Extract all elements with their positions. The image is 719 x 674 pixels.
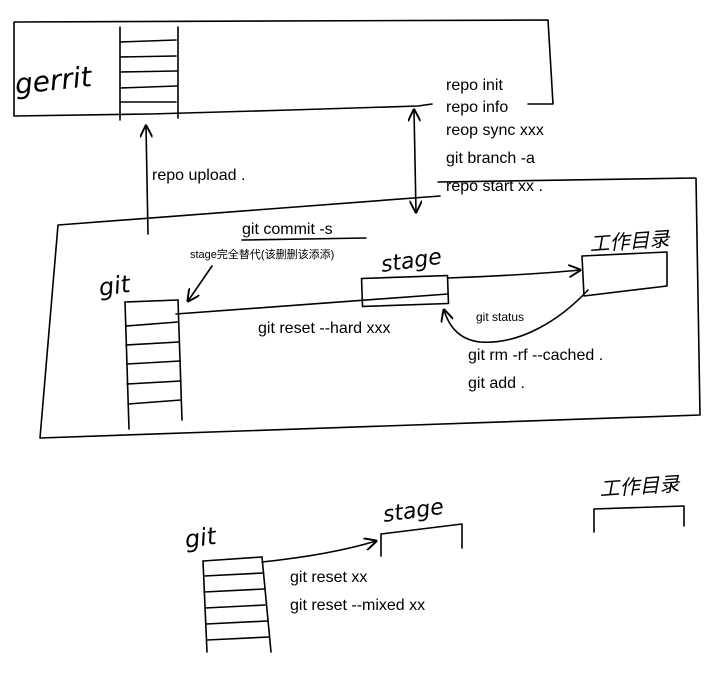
stage-label: stage: [379, 245, 443, 278]
git-status-label: git status: [476, 310, 524, 324]
workdir-box: [581, 251, 668, 297]
repo-sync-arrow: [414, 110, 416, 212]
git-reset-hard-label: git reset --hard xxx: [258, 320, 390, 337]
stage-replace-note: stage完全替代(该删删该添添): [190, 247, 334, 261]
bottom-stage-box: [380, 523, 463, 557]
bottom-workdir-box: [593, 505, 685, 533]
repo-upload-label: repo upload .: [152, 167, 245, 184]
git-commit-label: git commit -s: [242, 221, 333, 238]
stage-replace-arrow: [188, 265, 213, 301]
repo-upload-arrow: [146, 126, 148, 235]
bottom-reset-arrow: [261, 541, 376, 563]
local-git-repo-stack: [124, 299, 183, 430]
git-add-label: git add .: [468, 375, 525, 392]
reset-hard-line: [175, 293, 449, 315]
stage-box: [360, 274, 450, 308]
gerrit-box: [13, 19, 554, 117]
git-rm-cached-label: git rm -rf --cached .: [468, 347, 603, 364]
repo-command-1: repo info: [446, 99, 508, 116]
repo-command-0: repo init: [446, 77, 503, 94]
bottom-stage-label: stage: [381, 495, 445, 528]
local-area-box: [39, 177, 701, 439]
gerrit-repo-stack: [119, 26, 179, 121]
repo-command-3: git branch -a: [446, 150, 535, 167]
repo-command-4: repo start xx .: [446, 178, 543, 195]
bottom-git-label: git: [183, 522, 219, 554]
git-status-arrow: [444, 289, 589, 343]
bottom-git-reset-mixed-label: git reset --mixed xx: [290, 597, 425, 614]
bottom-git-reset-label: git reset xx: [290, 569, 367, 586]
local-git-label: git: [97, 270, 133, 302]
gerrit-label: gerrit: [13, 60, 94, 101]
commit-underline: [241, 237, 367, 241]
stage-to-workdir-arrow: [447, 270, 580, 279]
workdir-label: 工作目录: [589, 226, 672, 256]
repo-command-2: reop sync xxx: [446, 122, 544, 139]
bottom-workdir-label: 工作目录: [599, 471, 682, 501]
bottom-git-repo-stack: [202, 556, 272, 653]
